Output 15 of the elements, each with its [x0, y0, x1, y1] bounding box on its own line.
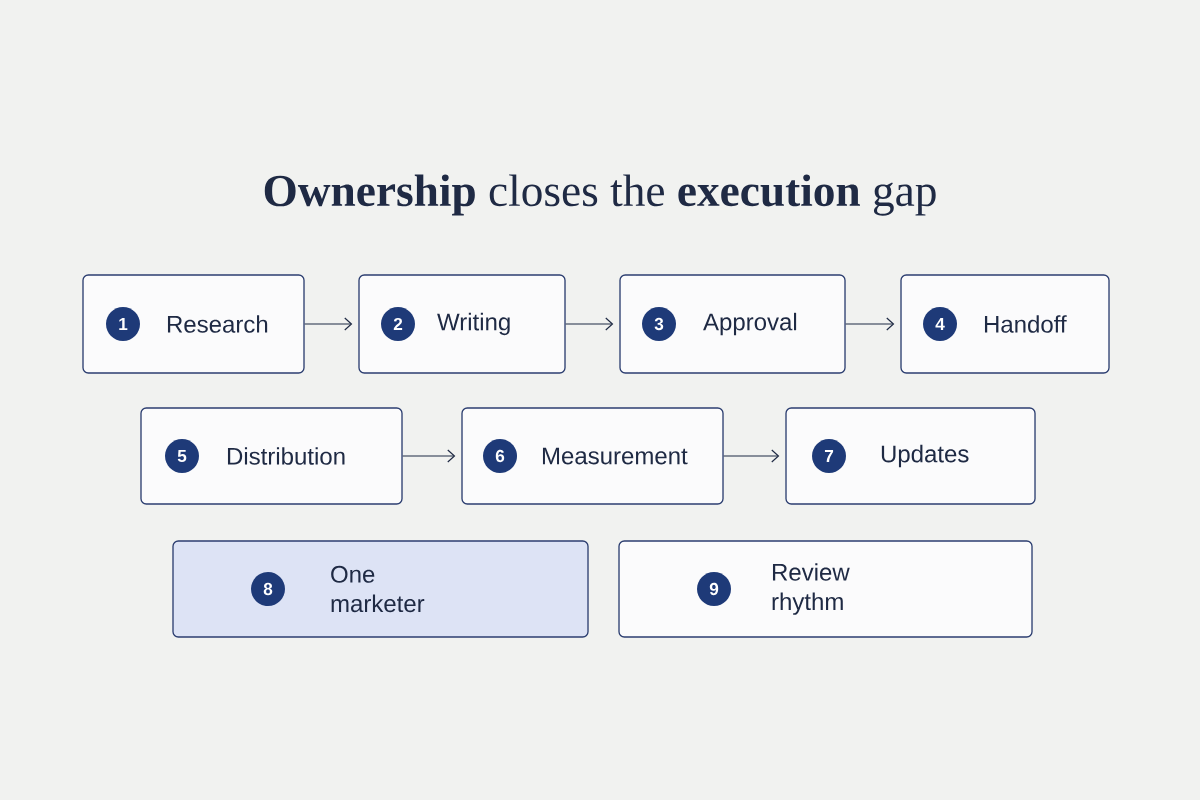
number-badge: 1	[106, 307, 140, 341]
arrow	[304, 317, 353, 331]
number-badge: 8	[251, 572, 285, 606]
title: Ownership closes the execution gap	[264, 174, 936, 216]
number-badge: 6	[483, 439, 517, 473]
number-badge: 7	[812, 439, 846, 473]
number-badge: 3	[642, 307, 676, 341]
number-badge: 5	[165, 439, 199, 473]
arrow	[845, 317, 895, 331]
number-badge: 2	[381, 307, 415, 341]
arrow	[565, 317, 614, 331]
arrow	[723, 449, 780, 463]
number-badge: 9	[697, 572, 731, 606]
arrow	[402, 449, 456, 463]
number-badge: 4	[923, 307, 957, 341]
